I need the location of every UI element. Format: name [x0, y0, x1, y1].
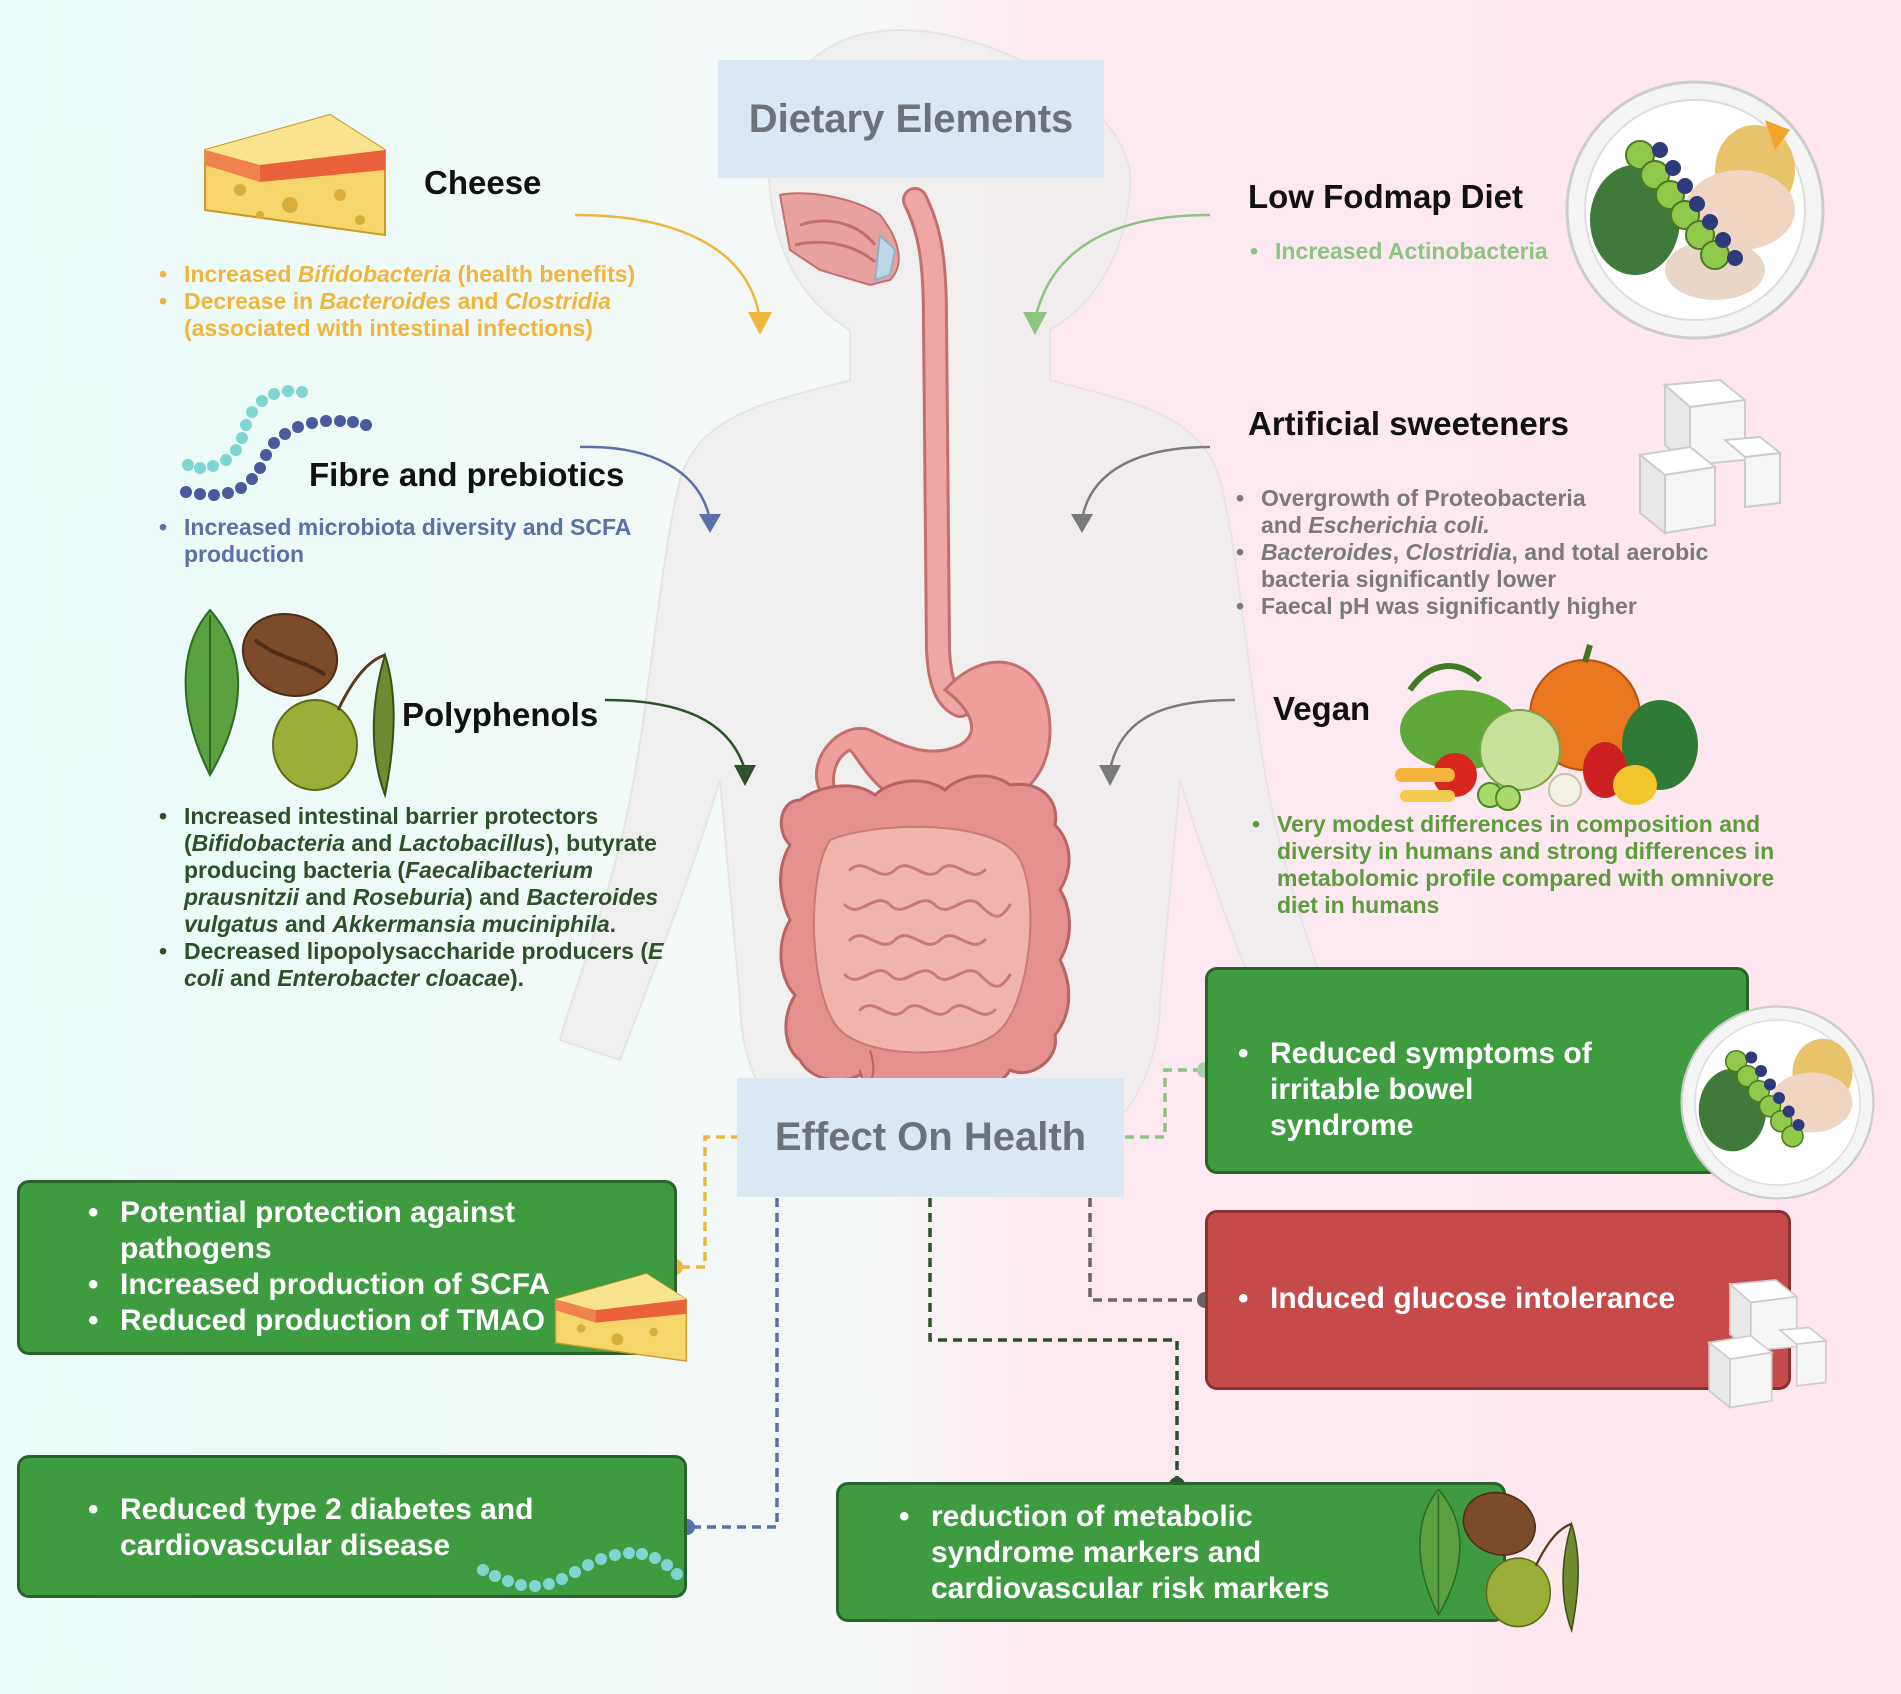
polyphenols-bullets: Increased intestinal barrier protectors … [157, 803, 667, 992]
vegetables-icon [1395, 644, 1698, 811]
arrowhead-fibre [699, 514, 721, 533]
arrow-vegan [1108, 698, 1236, 771]
arrow-fodmap [1033, 213, 1211, 321]
fibre-chain-small-icon [477, 1547, 683, 1592]
arrow-fibre [579, 445, 712, 521]
sweeteners-title: Artificial sweeteners [1248, 405, 1569, 442]
sweeteners-bullet-3: Faecal pH was significantly higher [1234, 593, 1724, 620]
connector-metabolic [928, 1198, 1179, 1485]
cheese-bullet-2: Decrease in Bacteroides and Clostridia(a… [157, 288, 677, 342]
cheese-bullet-1: Increased Bifidobacteria (health benefit… [157, 261, 677, 288]
cheese-title: Cheese [424, 164, 542, 201]
effect-diabetes-text: Reduced type 2 diabetes and cardiovascul… [78, 1492, 638, 1564]
arrowhead-fodmap [1023, 312, 1047, 335]
cheese-bullets: Increased Bifidobacteria (health benefit… [157, 261, 677, 342]
effect-cheese-2: Increased production of SCFA [78, 1267, 598, 1303]
fibre-bullet-1: Increased microbiota diversity and SCFA … [157, 514, 652, 568]
arrow-cheese [574, 213, 762, 321]
arrowhead-polyphenols [734, 765, 756, 786]
sweeteners-bullet-2: Bacteroides, Clostridia, and total aerob… [1234, 539, 1724, 593]
vegan-bullet-1: Very modest differences in composition a… [1250, 811, 1780, 919]
header-dietary-elements: Dietary Elements [718, 60, 1104, 178]
small-intestine [813, 825, 1032, 1054]
fodmap-bullets: Increased Actinobacteria [1248, 238, 1568, 265]
polyphenol-icon [184, 608, 395, 799]
effect-glucose-text: Induced glucose intolerance [1228, 1281, 1728, 1317]
effect-cheese-1: Potential protection against pathogens [78, 1195, 598, 1267]
fibre-title: Fibre and prebiotics [309, 456, 625, 493]
cheese-small-icon [554, 1273, 688, 1362]
salad-plate-small-icon [1680, 1005, 1875, 1200]
sugar-cubes-small-icon [1707, 1279, 1828, 1410]
vegan-bullets: Very modest differences in composition a… [1250, 811, 1780, 919]
effect-ibs-text: Reduced symptoms of irritable bowel synd… [1228, 1036, 1608, 1144]
fodmap-title: Low Fodmap Diet [1248, 178, 1523, 215]
salad-plate-icon [1565, 80, 1825, 340]
vegan-title: Vegan [1273, 690, 1371, 727]
arrowhead-vegan [1099, 765, 1121, 786]
effect-card-metabolic: reduction of metabolic syndrome markers … [836, 1482, 1506, 1622]
connector-cheese [675, 1135, 740, 1269]
effect-card-ibs: Reduced symptoms of irritable bowel synd… [1205, 967, 1749, 1174]
polyphenols-title: Polyphenols [402, 696, 599, 733]
polyphenols-bullet-2: Decreased lipopolysaccharide producers (… [157, 938, 667, 992]
effect-cheese-3: Reduced production of TMAO [78, 1303, 598, 1339]
effect-metabolic-text: reduction of metabolic syndrome markers … [889, 1499, 1399, 1607]
fodmap-bullet-1: Increased Actinobacteria [1248, 238, 1568, 265]
header-effect-on-health: Effect On Health [737, 1078, 1124, 1197]
connector-diabetes [687, 1198, 779, 1529]
connector-glucose [1088, 1198, 1205, 1302]
connector-ibs [1125, 1068, 1205, 1139]
oral-cavity [778, 192, 900, 287]
effect-card-glucose: Induced glucose intolerance [1205, 1210, 1791, 1390]
arrowhead-cheese [748, 312, 772, 335]
effect-card-cheese: Potential protection against pathogens I… [17, 1180, 677, 1355]
cheese-icon [204, 113, 386, 237]
fibre-chain-icon [180, 385, 372, 501]
arrow-sweeteners [1080, 445, 1211, 521]
stomach [814, 660, 1052, 814]
fibre-bullets: Increased microbiota diversity and SCFA … [157, 514, 652, 568]
polyphenols-bullet-1: Increased intestinal barrier protectors … [157, 803, 667, 938]
polyphenol-small-icon [1419, 1488, 1579, 1634]
arrow-polyphenols [604, 698, 747, 771]
arrowhead-sweeteners [1071, 514, 1093, 533]
